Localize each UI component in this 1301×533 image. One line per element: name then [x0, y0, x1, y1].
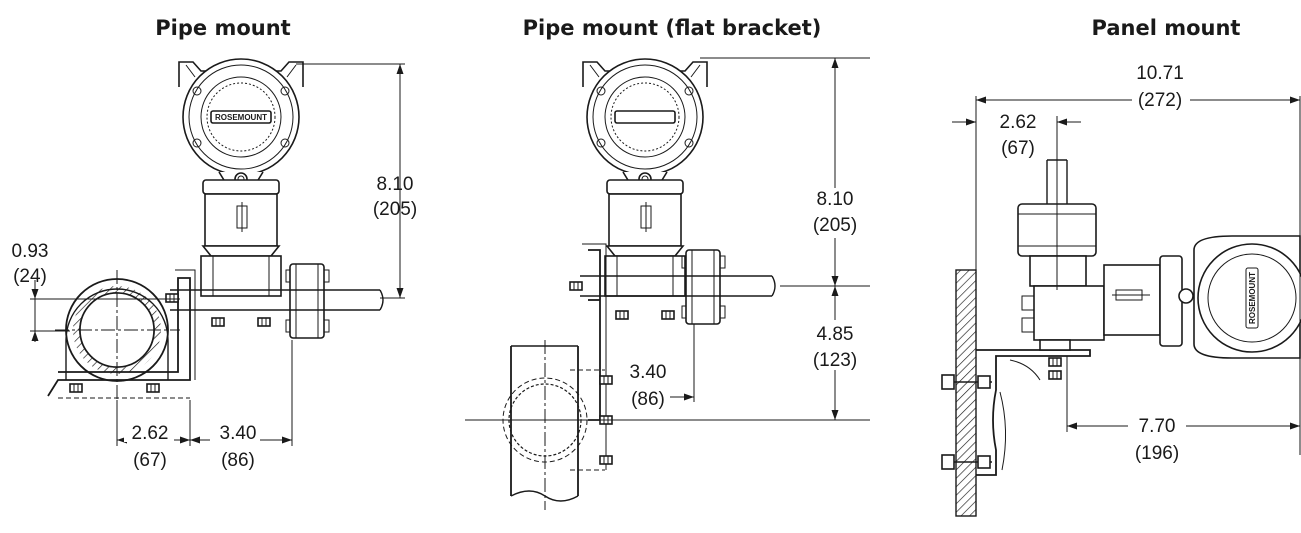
flat-depth-in: 3.40: [630, 362, 667, 383]
title-pipe-mount: Pipe mount: [155, 16, 290, 40]
pipe-mount-offset-in: 0.93: [12, 241, 49, 262]
pipe-mount-offset-mm: (24): [13, 266, 47, 287]
pipe-mount-2-62-in: 2.62: [132, 423, 169, 444]
panel-end-in: 7.70: [1139, 416, 1176, 437]
panel-axis-in: 2.62: [1000, 112, 1037, 133]
flat-lower-mm: (123): [813, 350, 857, 371]
title-panel-mount: Panel mount: [1092, 16, 1241, 40]
flat-depth-mm: (86): [631, 389, 665, 410]
flat-height-mm: (205): [813, 215, 857, 236]
flat-lower-in: 4.85: [817, 324, 854, 345]
pipe-mount-height-in: 8.10: [377, 174, 414, 195]
panel-mount-view: ROSEMOUNT 10.71 (272) 2.62 (67) 7.70 (19…: [941, 63, 1301, 517]
panel-end-mm: (196): [1135, 443, 1179, 464]
pipe-mount-view: ROSEMOUNT 8.10 (205): [12, 58, 417, 471]
flat-height-in: 8.10: [817, 189, 854, 210]
panel-overall-in: 10.71: [1136, 63, 1184, 84]
pipe-mount-2-62-mm: (67): [133, 450, 167, 471]
brand-label-rotated: ROSEMOUNT: [1248, 272, 1257, 324]
pipe-mount-flat-view: 8.10 (205) 4.85 (123) 3.40 (86): [465, 57, 870, 510]
brand-label: ROSEMOUNT: [215, 113, 267, 122]
title-pipe-mount-flat-bracket: Pipe mount (flat bracket): [523, 16, 822, 40]
pipe-mount-3-40-in: 3.40: [220, 423, 257, 444]
pipe-mount-height-mm: (205): [373, 199, 417, 220]
panel-axis-mm: (67): [1001, 138, 1035, 159]
pipe-mount-3-40-mm: (86): [221, 450, 255, 471]
panel-overall-mm: (272): [1138, 90, 1182, 111]
